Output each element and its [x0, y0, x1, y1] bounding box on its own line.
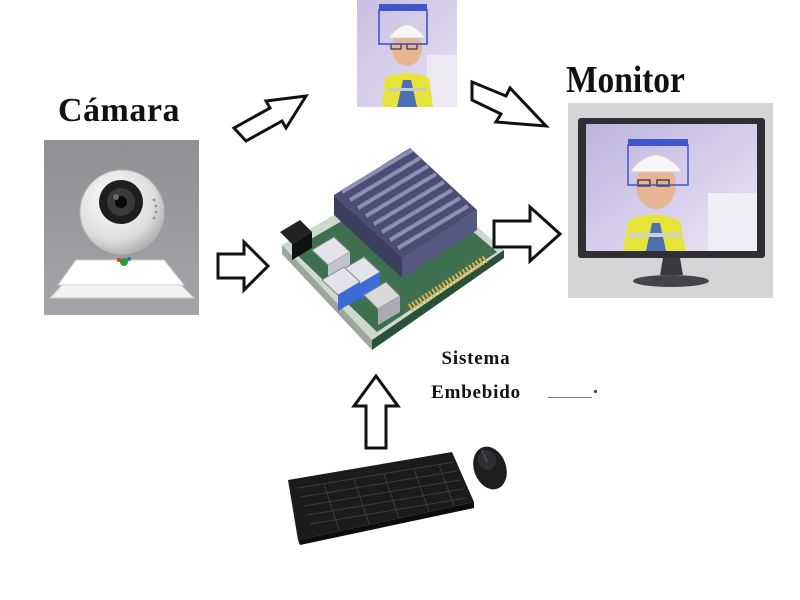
keyboard-icon	[288, 452, 474, 545]
arrow-preview-to-monitor	[470, 79, 550, 128]
embedded-system-label-line2: Embebido	[431, 382, 521, 403]
mouse-icon	[473, 446, 507, 490]
embedded-system-label: Sistema Embebido	[416, 342, 536, 410]
camera-label: Cámara	[58, 92, 180, 129]
arrow-board-to-monitor	[492, 203, 563, 265]
decorative-dot	[594, 390, 597, 393]
embedded-system-label-line1: Sistema	[441, 348, 511, 369]
decorative-line	[548, 397, 592, 398]
usb-ports-icon	[311, 236, 401, 325]
logitech-logo-mark	[117, 257, 131, 266]
embedded-board-image	[280, 148, 504, 350]
heatsink-icon	[334, 148, 477, 278]
camera-image	[44, 140, 199, 315]
keyboard-mouse-image	[288, 446, 507, 545]
detection-preview-image	[357, 0, 457, 107]
arrow-camera-to-board	[216, 238, 271, 294]
monitor-image	[568, 103, 773, 298]
monitor-label: Monitor	[566, 59, 685, 101]
arrow-keyboard-to-board	[351, 373, 401, 450]
arrow-camera-to-preview	[231, 94, 309, 143]
